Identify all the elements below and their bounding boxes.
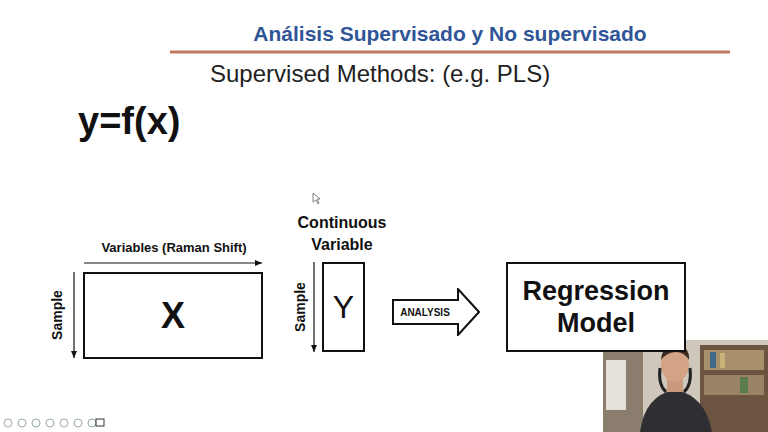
vector-heading: Continuous Variable	[287, 212, 397, 257]
axis-arrow	[313, 262, 314, 352]
axis-label: Sample	[49, 280, 67, 350]
node-text: ANALYSIS	[400, 307, 450, 318]
response-vector-box: Y	[322, 262, 365, 352]
toolbar-icons	[4, 419, 104, 427]
subtitle: Supervised Methods: (e.g. PLS)	[210, 60, 550, 88]
mouse-cursor	[313, 193, 320, 204]
node-text-group: ANALYSIS	[392, 288, 480, 336]
node-text: X	[161, 295, 185, 337]
formula: y=f(x)	[78, 100, 180, 143]
block-arrow-shape	[393, 289, 479, 335]
axis-label: Sample	[292, 272, 310, 342]
regression-model-box: Regression Model	[506, 262, 686, 352]
node-text-group: X	[85, 274, 261, 357]
node-text-group: Y	[324, 264, 363, 350]
analysis-block-arrow: ANALYSIS	[392, 288, 480, 336]
node-text: Regression Model	[512, 275, 680, 340]
node-text: Y	[333, 289, 354, 326]
webcam-inset	[603, 340, 768, 432]
axis-label: Variables (Raman Shift)	[84, 240, 264, 255]
axis-arrow	[73, 272, 74, 358]
slide-title: Análisis Supervisado y No supervisado	[170, 22, 730, 46]
node-text-group: Regression Model	[508, 264, 684, 350]
axis-arrow	[84, 262, 262, 263]
title-rule	[170, 51, 730, 54]
data-matrix-box: X	[83, 272, 263, 359]
